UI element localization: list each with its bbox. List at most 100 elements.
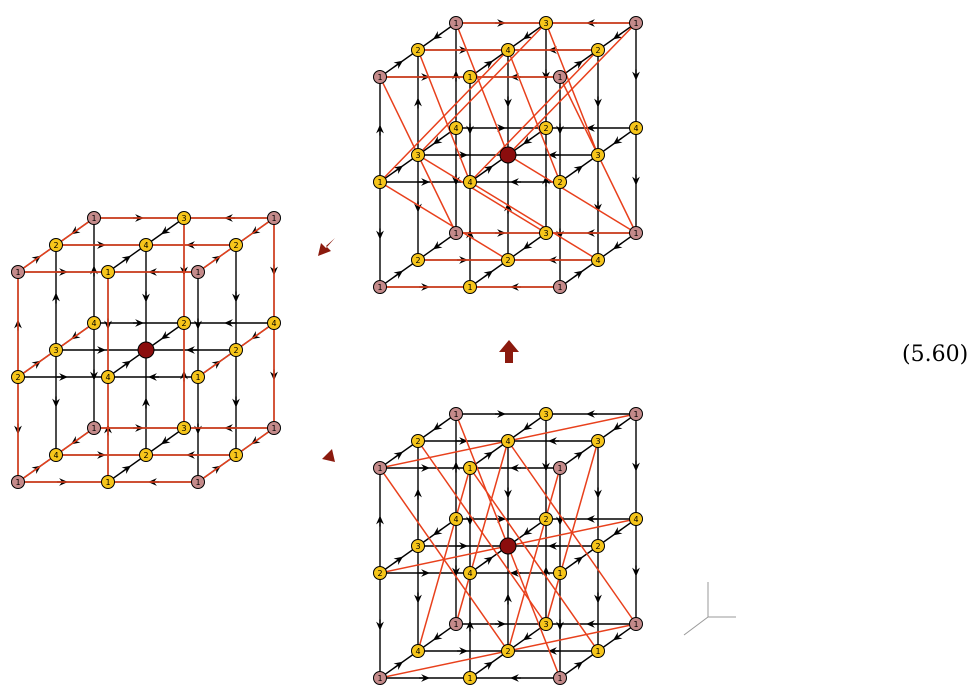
node-label: 4 — [467, 569, 472, 578]
node-label: 4 — [105, 373, 110, 382]
lattice-node — [449, 16, 463, 30]
lattice-node — [267, 421, 281, 435]
node-label: 1 — [195, 373, 200, 382]
lattice-node — [139, 448, 153, 462]
center-node — [499, 146, 517, 164]
node-label: 2 — [15, 373, 20, 382]
node-label: 2 — [377, 569, 382, 578]
lattice-node — [463, 461, 477, 475]
node-label: 4 — [505, 437, 510, 446]
lattice-node — [229, 343, 243, 357]
lattice-node — [177, 421, 191, 435]
node-label: 1 — [195, 268, 200, 277]
lattice-node — [101, 475, 115, 489]
node-label: 1 — [467, 674, 472, 683]
node-label: 1 — [467, 73, 472, 82]
lattice-node — [463, 671, 477, 685]
node-label: 1 — [453, 19, 458, 28]
node-label: 2 — [233, 346, 238, 355]
lattice-node — [449, 226, 463, 240]
lattice-node — [629, 407, 643, 421]
lattice-node — [373, 566, 387, 580]
node-label: 4 — [633, 515, 638, 524]
node-label: 1 — [557, 283, 562, 292]
lattice-node — [411, 644, 425, 658]
lattice-node — [449, 121, 463, 135]
node-label: 2 — [415, 256, 420, 265]
node-label: 1 — [557, 464, 562, 473]
lattice-node — [553, 566, 567, 580]
lattice-node — [553, 671, 567, 685]
node-label: 4 — [91, 319, 96, 328]
lattice-node — [49, 238, 63, 252]
lattice-node — [553, 70, 567, 84]
node-label: 1 — [377, 464, 382, 473]
node-label: 2 — [505, 647, 510, 656]
node-label: 4 — [53, 451, 58, 460]
lattice-node — [191, 265, 205, 279]
node-label: 3 — [181, 214, 186, 223]
node-label: 1 — [557, 569, 562, 578]
lattice-node — [591, 43, 605, 57]
equation-label: (5.60) — [902, 342, 969, 367]
lattice-node — [229, 238, 243, 252]
node-label: 1 — [467, 464, 472, 473]
node-label: 1 — [271, 424, 276, 433]
node-label: 1 — [91, 424, 96, 433]
node-label: 1 — [453, 229, 458, 238]
node-label: 1 — [633, 410, 638, 419]
lattice-node — [501, 253, 515, 267]
lattice-node — [591, 434, 605, 448]
node-label: 2 — [415, 46, 420, 55]
lattice-node — [411, 434, 425, 448]
lattice-node — [629, 512, 643, 526]
lattice-node — [449, 617, 463, 631]
lattice-node — [411, 43, 425, 57]
node-label: 3 — [415, 151, 420, 160]
lattice-node — [501, 43, 515, 57]
node-label: 4 — [453, 124, 458, 133]
node-label: 2 — [181, 319, 186, 328]
node-label: 1 — [557, 73, 562, 82]
lattice-node — [539, 617, 553, 631]
lattice-node — [11, 475, 25, 489]
node-label: 1 — [91, 214, 96, 223]
node-label: 1 — [15, 268, 20, 277]
lattice-node — [553, 175, 567, 189]
lattice-node — [591, 644, 605, 658]
node-label: 1 — [377, 178, 382, 187]
node-label: 1 — [633, 19, 638, 28]
node-label: 1 — [105, 478, 110, 487]
node-label: 4 — [143, 241, 148, 250]
node-label: 1 — [467, 283, 472, 292]
lattice-node — [373, 671, 387, 685]
node-label: 1 — [557, 674, 562, 683]
center-node — [137, 341, 155, 359]
node-label: 3 — [181, 424, 186, 433]
node-label: 2 — [543, 515, 548, 524]
node-label: 1 — [453, 620, 458, 629]
node-label: 1 — [633, 229, 638, 238]
lattice-node — [177, 211, 191, 225]
node-label: 4 — [505, 46, 510, 55]
lattice-node — [539, 121, 553, 135]
lattice-node — [501, 644, 515, 658]
lattice-node — [463, 70, 477, 84]
lattice-node — [49, 448, 63, 462]
lattice-node — [591, 148, 605, 162]
lattice-node — [539, 226, 553, 240]
lattice-node — [449, 407, 463, 421]
node-label: 1 — [195, 478, 200, 487]
node-label: 3 — [595, 437, 600, 446]
node-label: 3 — [415, 542, 420, 551]
node-label: 2 — [557, 178, 562, 187]
node-label: 1 — [271, 214, 276, 223]
lattice-node — [629, 226, 643, 240]
lattice-node — [373, 461, 387, 475]
node-label: 2 — [543, 124, 548, 133]
node-label: 1 — [377, 283, 382, 292]
node-label: 3 — [543, 229, 548, 238]
